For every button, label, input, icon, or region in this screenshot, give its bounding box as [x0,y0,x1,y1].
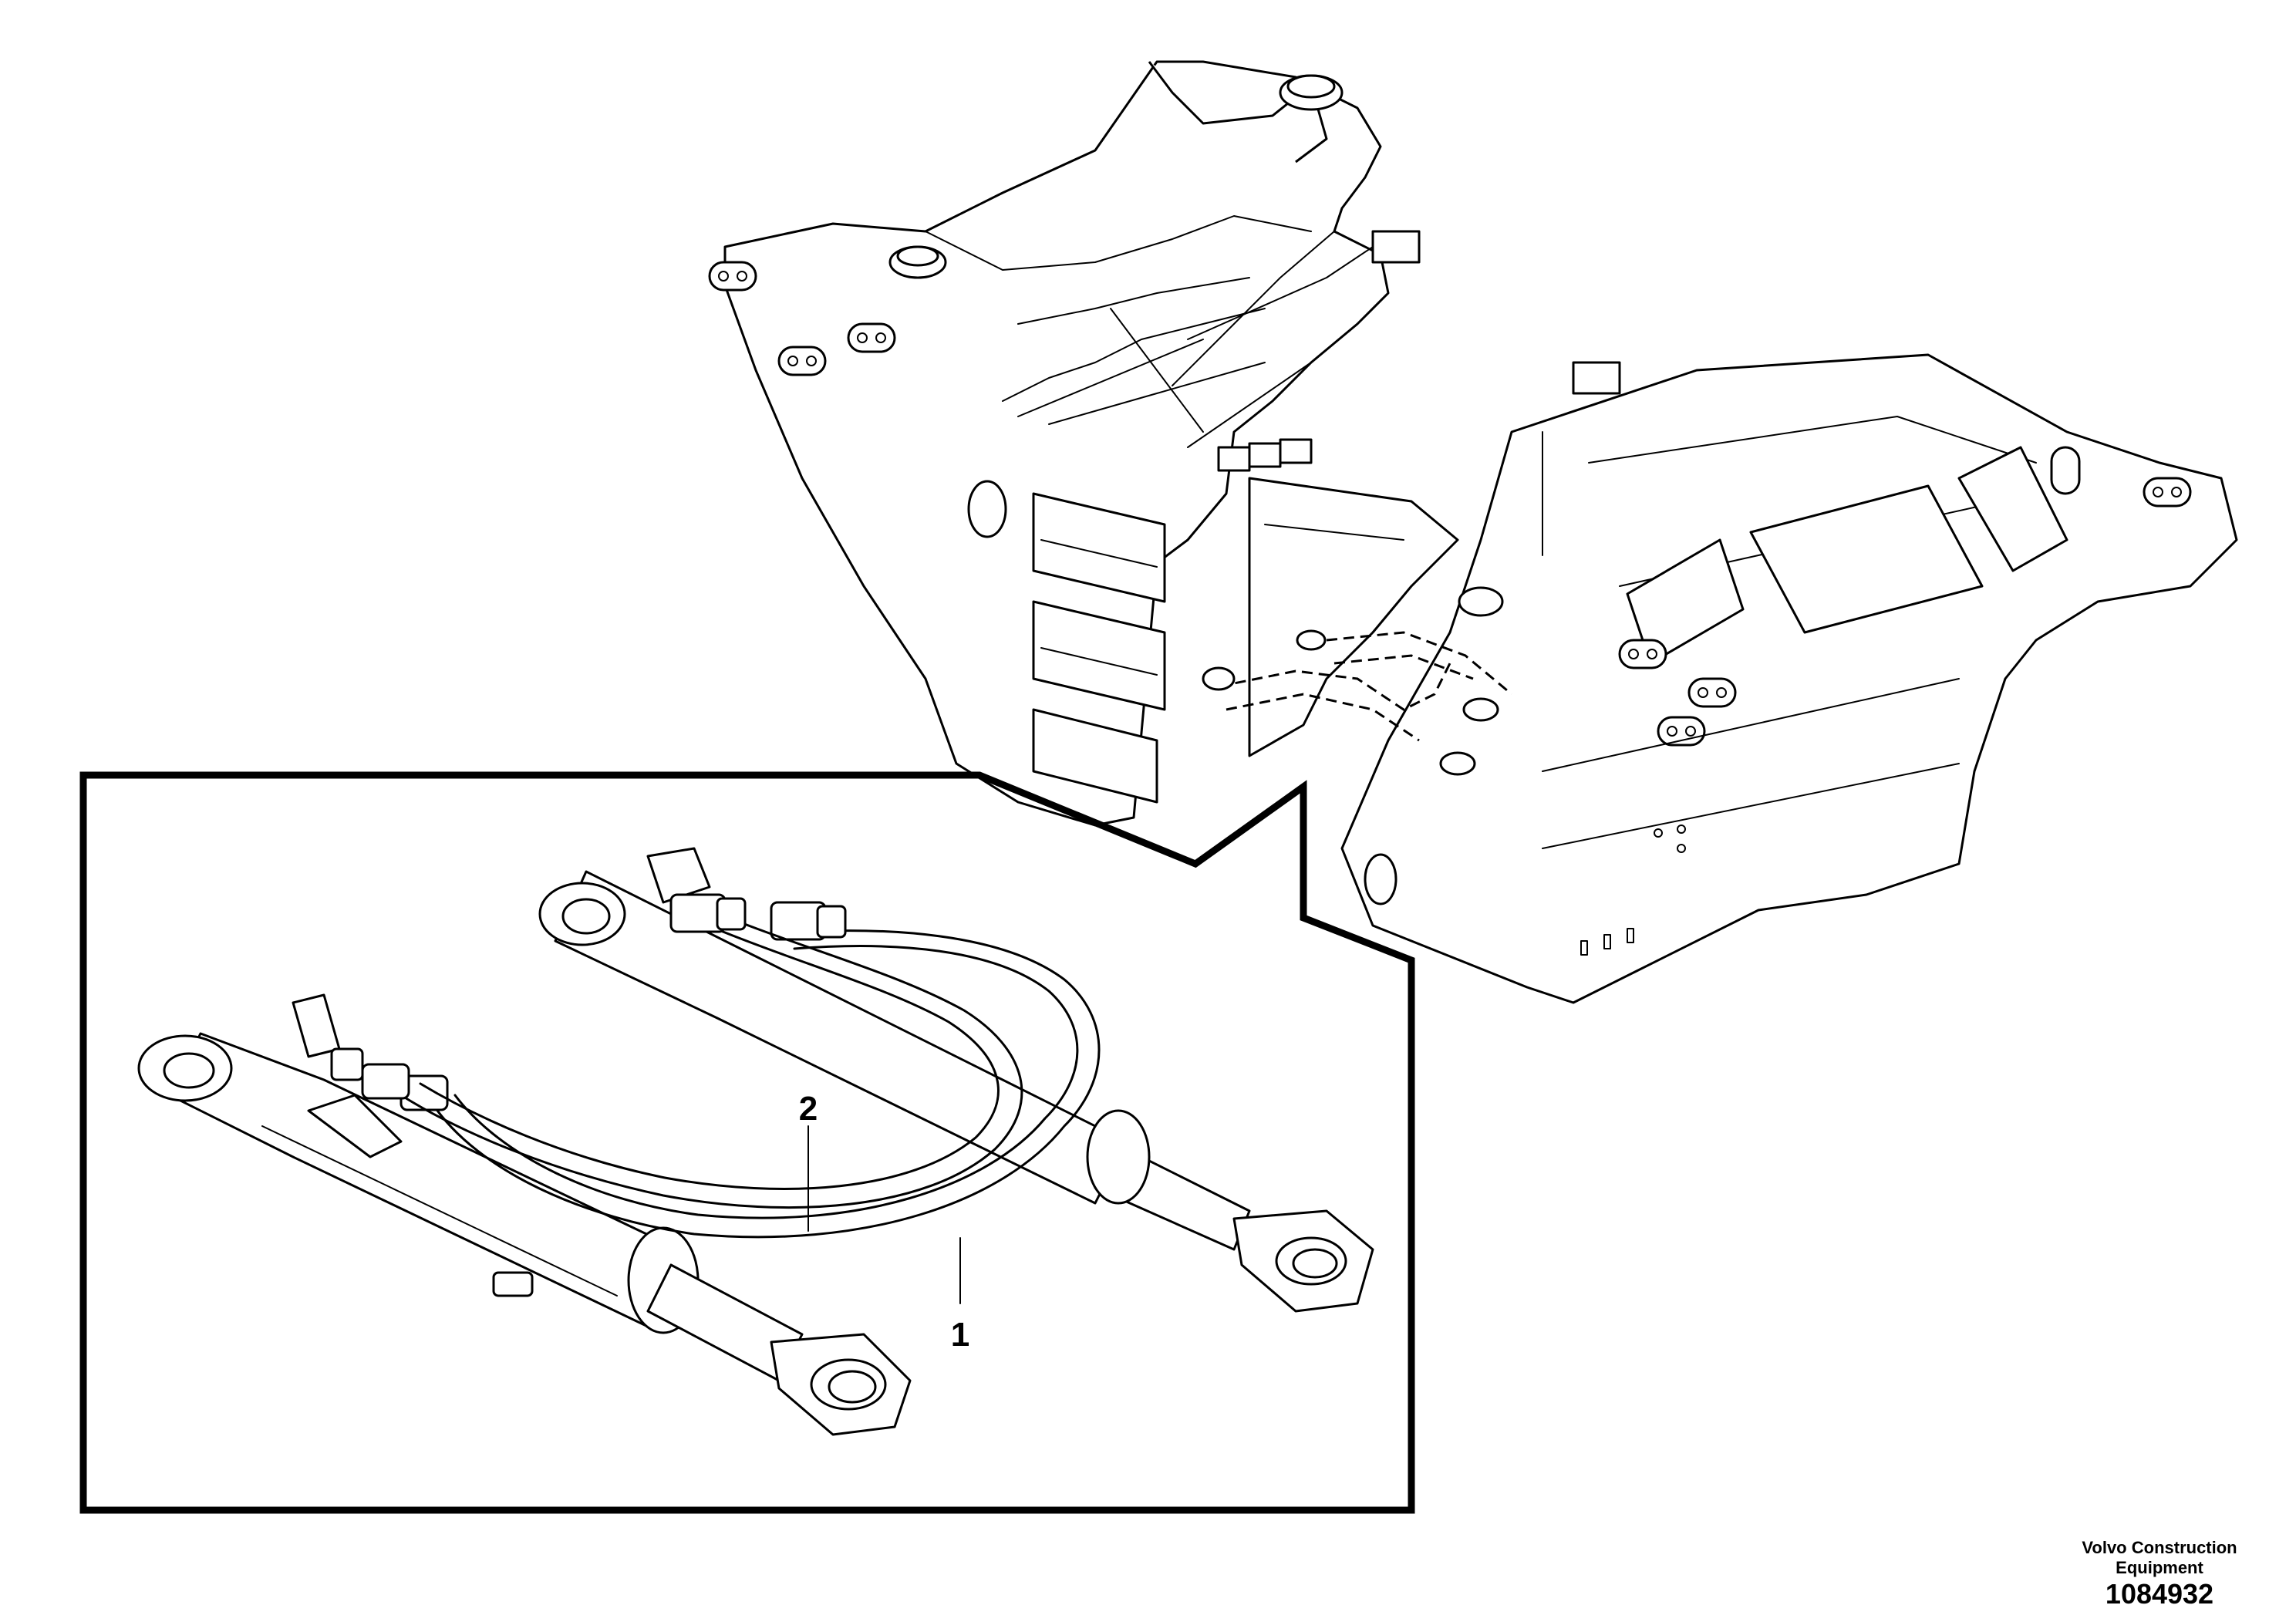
manufacturer-name: Volvo Construction [2082,1538,2237,1557]
machine-frame [708,60,1621,827]
hydraulic-cylinder-lower [137,993,912,1436]
hydraulic-cylinder-upper [538,847,1374,1313]
rear-frame [1340,353,2238,1004]
installed-hoses-location [1202,586,1512,776]
detail-frame [79,771,1415,1514]
manufacturer-division: Equipment [2116,1558,2203,1577]
callout-1: 1 [951,1316,969,1354]
hose-2 [330,893,1023,1209]
drawing-number: 1084932 [2105,1578,2214,1610]
callout-2: 2 [799,1090,818,1128]
